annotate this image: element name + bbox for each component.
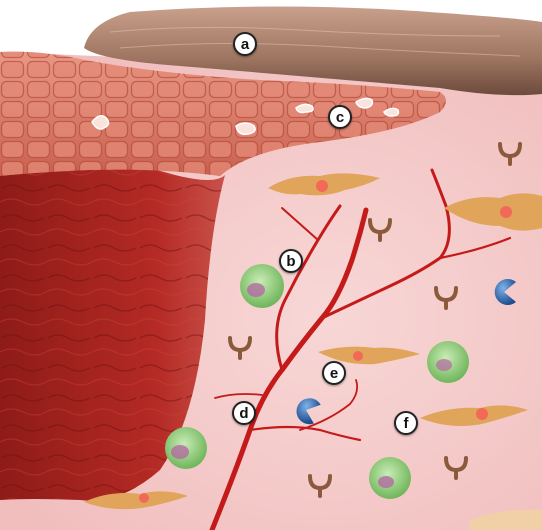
label-b: b: [279, 249, 303, 273]
label-c: c: [328, 105, 352, 129]
label-a: a: [233, 32, 257, 56]
macrophage-cell-icon: [369, 457, 411, 499]
macrophage-cell-icon: [427, 341, 469, 383]
label-f: f: [394, 411, 418, 435]
macrophage-cell-icon: [165, 427, 207, 469]
macrophage-cell-icon: [240, 264, 284, 308]
label-e: e: [322, 361, 346, 385]
label-d: d: [232, 401, 256, 425]
